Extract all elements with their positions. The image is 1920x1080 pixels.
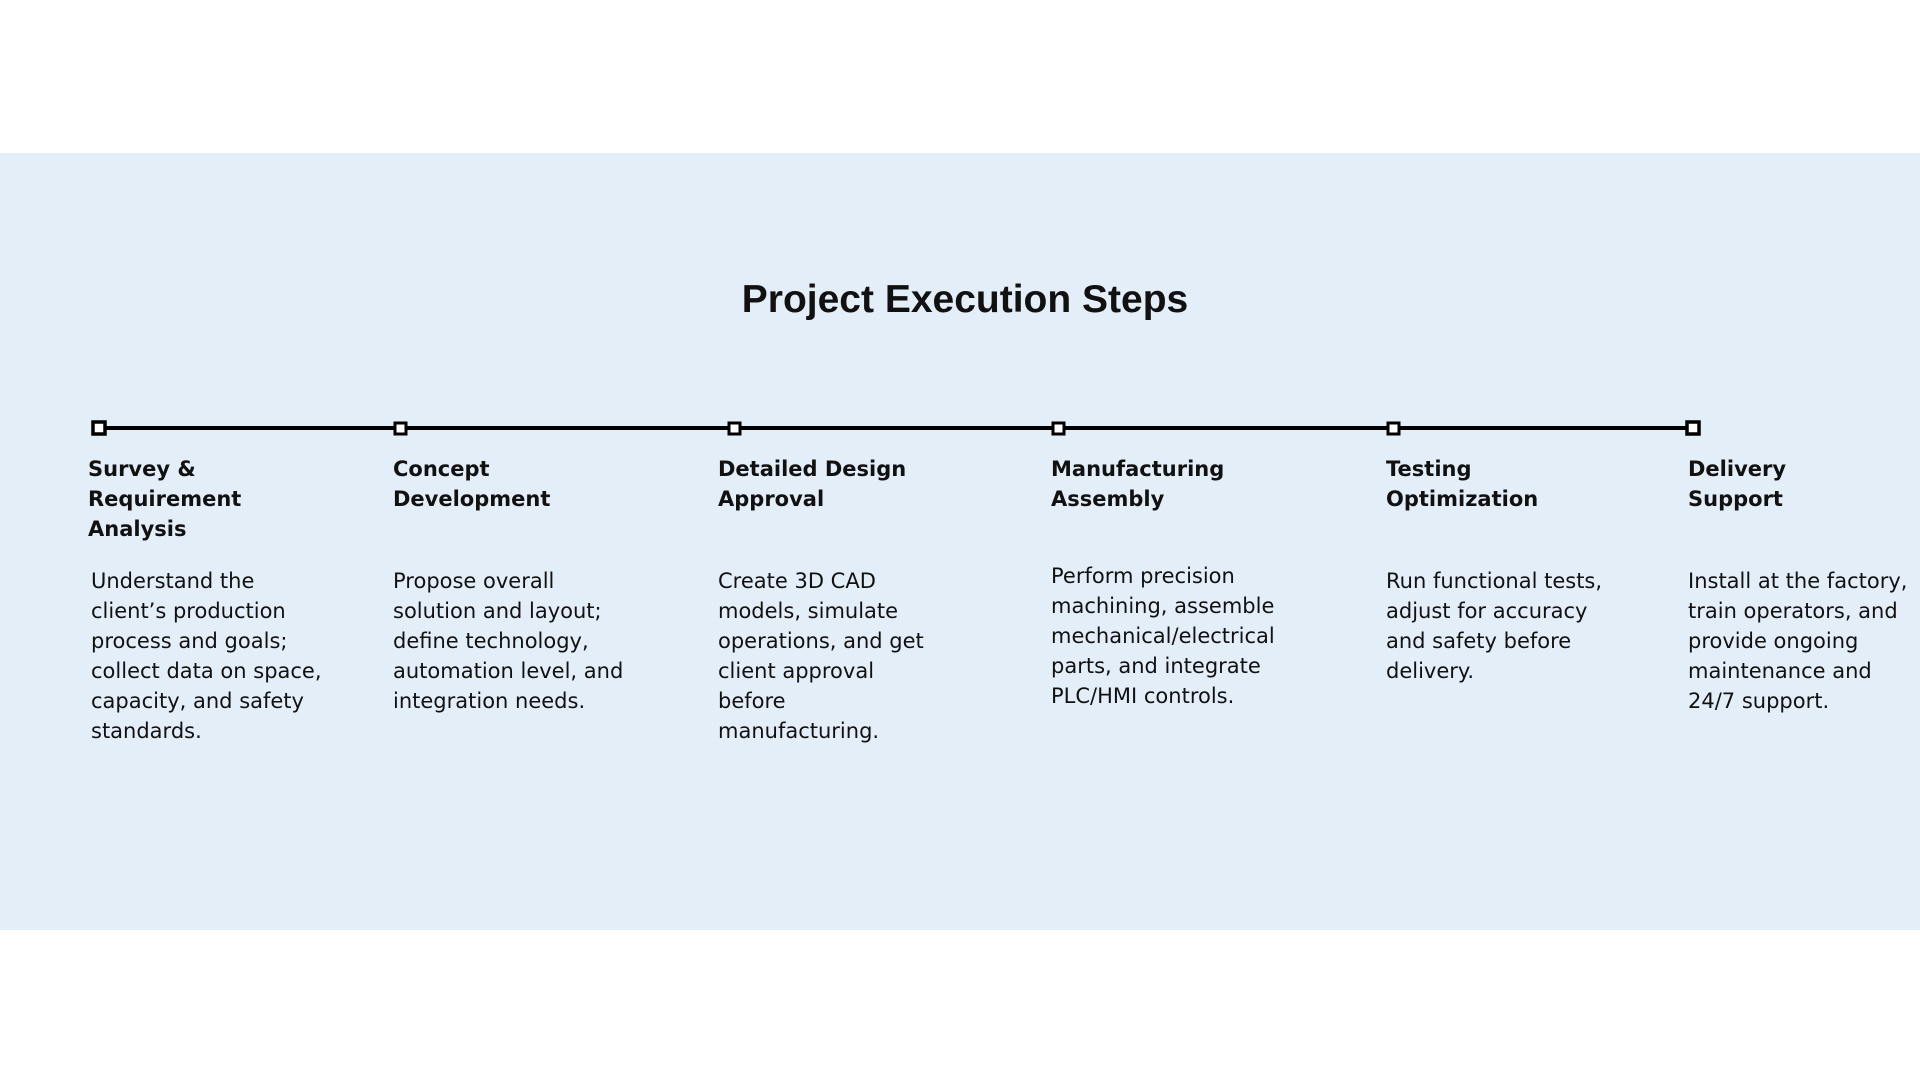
step-3-description: Create 3D CAD models, simulate operation… — [718, 569, 924, 743]
step-5-description: Run functional tests, adjust for accurac… — [1386, 569, 1603, 683]
step-1-title: Survey & Requirement Analysis — [88, 457, 242, 541]
step-4-title: Manufacturing Assembly — [1051, 457, 1225, 511]
page-title: Project Execution Steps — [741, 278, 1189, 321]
step-2-title: Concept Development — [393, 457, 551, 511]
step-2-description: Propose overall solution and layout; def… — [393, 569, 624, 713]
step-6-title: Delivery Support — [1688, 457, 1787, 511]
step-6-description: Install at the factory, train operators,… — [1688, 569, 1908, 713]
step-3-title: Detailed Design Approval — [718, 457, 907, 511]
step-5-title: Testing Optimization — [1386, 457, 1539, 511]
step-4-description: Perform precision machining, assemble me… — [1051, 564, 1275, 708]
step-1-description: Understand the client’s production proce… — [91, 569, 322, 743]
content-band — [0, 153, 1920, 930]
